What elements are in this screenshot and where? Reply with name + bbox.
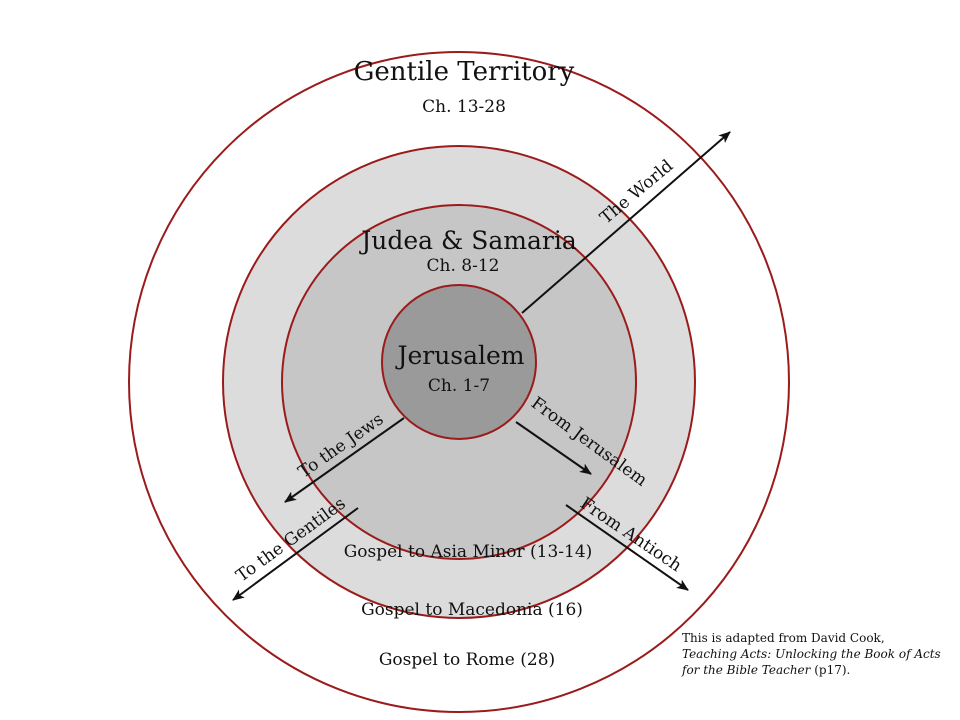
gospel-rome: Gospel to Rome (28) [379,650,555,670]
source-credit: This is adapted from David Cook, Teachin… [682,630,952,678]
credit-line1: This is adapted from David Cook, [682,631,885,645]
jerusalem-title: Jerusalem [394,341,524,370]
credit-book-title: Teaching Acts: Unlocking the Book of Act… [682,647,941,677]
jerusalem-chapters: Ch. 1-7 [428,376,490,396]
gentile-territory-chapters: Ch. 13-28 [422,97,506,117]
gentile-territory-title: Gentile Territory [354,57,575,87]
from-antioch-arrow [565,504,689,591]
judea-samaria-chapters: Ch. 8-12 [427,256,500,276]
judea-samaria-title: Judea & Samaria [358,226,577,255]
gentiles-arrow [232,507,359,601]
jews-arrow [284,417,405,503]
from-jerusalem-arrow [515,421,592,475]
jerusalem-circle [381,284,537,440]
gospel-asia-minor: Gospel to Asia Minor (13-14) [344,542,593,562]
world-arrow [521,131,731,314]
gospel-macedonia: Gospel to Macedonia (16) [361,600,583,620]
credit-suffix: (p17). [810,663,851,677]
